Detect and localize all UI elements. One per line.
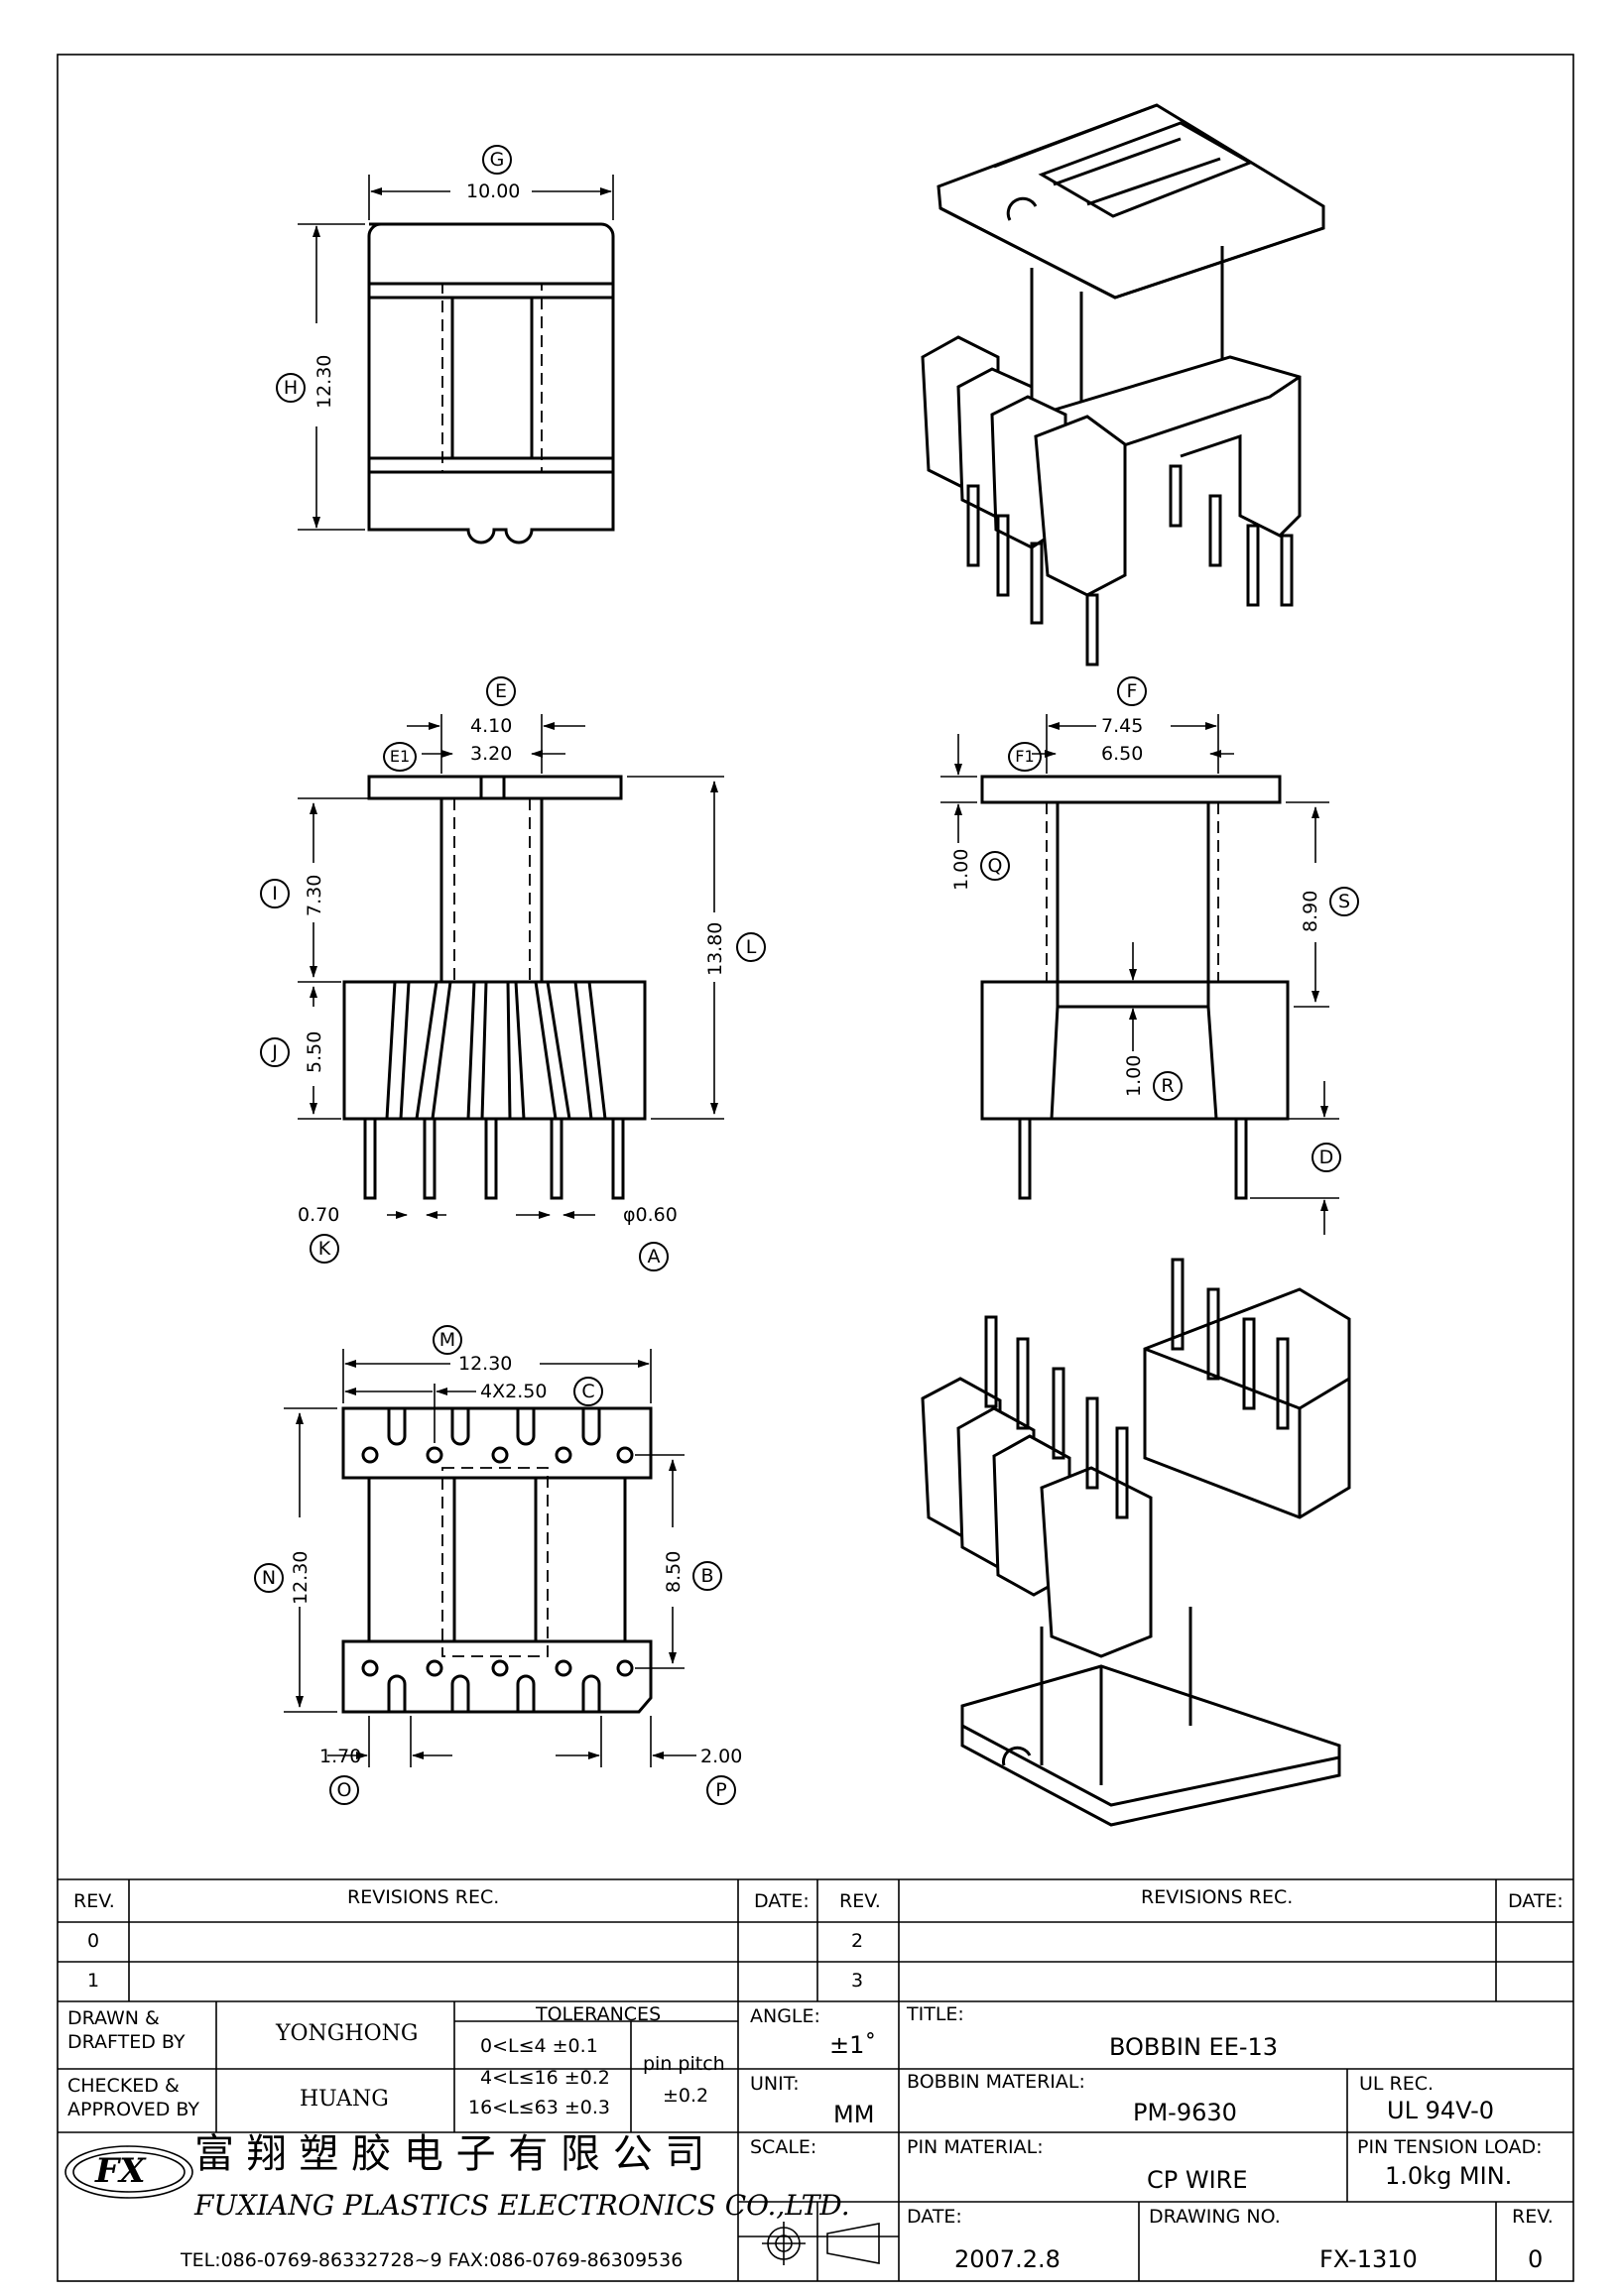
rev-header-left: REV. <box>73 1890 115 1912</box>
dim-r-value: 1.00 <box>1123 1054 1145 1097</box>
dim-q-marker: Q <box>980 851 1010 881</box>
dim-a-marker: A <box>639 1242 669 1271</box>
rev-row-3: 3 <box>851 1970 864 1992</box>
tol-row-3: 16<L≤63 ±0.3 <box>468 2097 610 2118</box>
dim-e1-value: 3.20 <box>470 743 513 765</box>
tolerances-label: TOLERANCES <box>536 2003 662 2025</box>
drawn-label: DRAWN & DRAFTED BY <box>67 2007 186 2053</box>
pin-material-label: PIN MATERIAL: <box>907 2136 1044 2158</box>
iso-view-bottom <box>921 1258 1351 1827</box>
rev-row-2: 2 <box>851 1930 864 1952</box>
side-view <box>940 714 1339 1235</box>
dim-c-marker: C <box>573 1377 603 1406</box>
dim-e1-marker: E1 <box>383 742 417 772</box>
drawing-no-label: DRAWING NO. <box>1149 2206 1281 2228</box>
dim-k-marker: K <box>310 1234 339 1264</box>
dim-n-value: 12.30 <box>290 1550 312 1605</box>
dim-e-value: 4.10 <box>470 715 513 737</box>
dim-m-value: 12.30 <box>458 1353 513 1375</box>
scale-label: SCALE: <box>750 2136 817 2158</box>
dim-b-value: 8.50 <box>663 1550 685 1593</box>
dim-i-marker: I <box>260 879 290 908</box>
dim-f-value: 7.45 <box>1101 715 1144 737</box>
drawn-by: YONGHONG <box>276 2021 419 2046</box>
dim-o-marker: O <box>329 1775 359 1805</box>
bobbin-material-label: BOBBIN MATERIAL: <box>907 2071 1085 2093</box>
dim-i-value: 7.30 <box>304 874 325 916</box>
dim-q-value: 1.00 <box>950 848 972 891</box>
dim-f1-marker: F1 <box>1008 742 1042 772</box>
title-block-grid <box>58 1879 1573 2281</box>
projection-symbol <box>762 2222 880 2265</box>
dim-l-marker: L <box>736 932 766 962</box>
sheet-border <box>57 54 1574 2282</box>
rev-header-right: REV. <box>839 1890 881 1912</box>
pin-material-value: CP WIRE <box>1147 2166 1248 2194</box>
dim-g-marker: G <box>482 145 512 175</box>
rev-row-0: 0 <box>87 1930 100 1952</box>
dim-p-marker: P <box>706 1775 736 1805</box>
dim-f-marker: F <box>1117 676 1147 706</box>
dim-k-value: 0.70 <box>298 1204 340 1226</box>
title-label: TITLE: <box>907 2003 964 2025</box>
pin-pitch-label: pin pitch <box>643 2053 725 2075</box>
pin-tension-value: 1.0kg MIN. <box>1385 2162 1513 2190</box>
tol-row-2: 4<L≤16 ±0.2 <box>480 2067 610 2089</box>
dim-d-marker: D <box>1312 1143 1341 1172</box>
date-label: DATE: <box>907 2206 962 2228</box>
dim-r-marker: R <box>1153 1071 1183 1101</box>
checked-by: HUANG <box>300 2087 389 2112</box>
dim-h-marker: H <box>276 373 306 403</box>
top-view <box>298 175 615 544</box>
dim-e-marker: E <box>486 676 516 706</box>
pin-tension-label: PIN TENSION LOAD: <box>1357 2136 1543 2158</box>
revisions-rec-header-right: REVISIONS REC. <box>1141 1886 1294 1908</box>
dim-f1-value: 6.50 <box>1101 743 1144 765</box>
angle-value: ±1˚ <box>829 2031 877 2059</box>
pin-pitch-value: ±0.2 <box>663 2085 709 2107</box>
company-contact: TEL:086-0769-86332728~9 FAX:086-0769-863… <box>181 2249 684 2271</box>
dim-j-marker: J <box>260 1037 290 1067</box>
date-header-left: DATE: <box>754 1890 810 1912</box>
dim-a-value: φ0.60 <box>623 1204 678 1226</box>
revisions-rec-header-left: REVISIONS REC. <box>347 1886 500 1908</box>
checked-label: CHECKED & APPROVED BY <box>67 2075 200 2120</box>
tol-row-1: 0<L≤4 ±0.1 <box>480 2035 598 2057</box>
dim-m-marker: M <box>433 1325 462 1355</box>
dim-s-marker: S <box>1329 887 1359 916</box>
unit-label: UNIT: <box>750 2073 800 2095</box>
ul-value: UL 94V-0 <box>1387 2097 1495 2124</box>
dim-l-value: 13.80 <box>704 921 726 976</box>
dim-o-value: 1.70 <box>319 1746 362 1767</box>
company-logo <box>64 2145 193 2199</box>
company-name-en: FUXIANG PLASTICS ELECTRONICS CO.,LTD. <box>194 2189 850 2222</box>
date-value: 2007.2.8 <box>954 2245 1061 2273</box>
dim-b-marker: B <box>692 1561 722 1591</box>
bobbin-material-value: PM-9630 <box>1133 2099 1237 2126</box>
title-value: BOBBIN EE-13 <box>1109 2033 1279 2061</box>
rev-value: 0 <box>1528 2245 1544 2273</box>
dim-s-value: 8.90 <box>1300 890 1321 932</box>
front-view <box>298 714 724 1219</box>
iso-view-top <box>921 103 1325 666</box>
bottom-view <box>284 1349 696 1767</box>
rev-row-1: 1 <box>87 1970 100 1992</box>
dim-h-value: 12.30 <box>313 354 335 409</box>
dim-p-value: 2.00 <box>700 1746 743 1767</box>
angle-label: ANGLE: <box>750 2005 820 2027</box>
company-name-cn: 富 翔 塑 胶 电 子 有 限 公 司 <box>194 2131 705 2177</box>
drawing-no-value: FX-1310 <box>1319 2245 1418 2273</box>
dim-g-value: 10.00 <box>466 181 521 202</box>
ul-label: UL REC. <box>1359 2073 1435 2095</box>
unit-value: MM <box>833 2101 875 2128</box>
dim-j-value: 5.50 <box>304 1030 325 1073</box>
dim-c-value: 4X2.50 <box>480 1381 548 1402</box>
rev-label: REV. <box>1512 2206 1554 2228</box>
date-header-right: DATE: <box>1508 1890 1563 1912</box>
logo-text: FX <box>95 2151 146 2191</box>
dim-n-marker: N <box>254 1563 284 1593</box>
